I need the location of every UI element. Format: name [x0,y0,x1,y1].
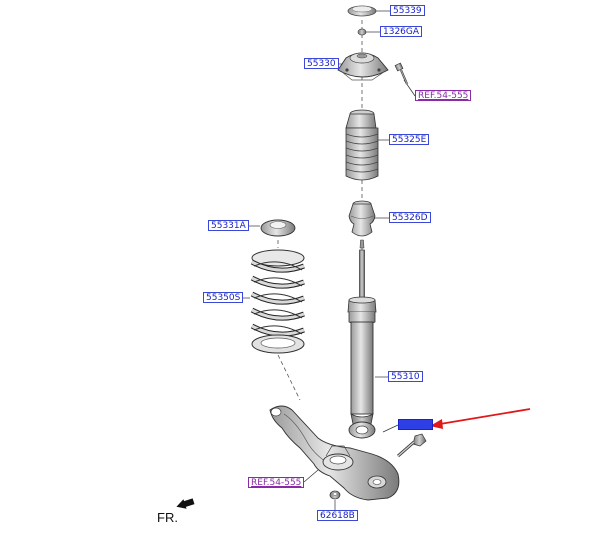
control-arm-nut-part[interactable] [329,490,341,500]
callout-55330[interactable]: 55330 [304,58,339,69]
coil-spring-part[interactable] [250,249,305,354]
front-direction-label: FR. [157,510,178,525]
callout-52760-highlighted[interactable]: 52760 [398,419,433,430]
callout-62618b[interactable]: 62618B [317,510,358,521]
callout-55325e[interactable]: 55325E [389,134,430,145]
dust-cap-part[interactable] [347,5,377,17]
callout-ref-lower[interactable]: REF.54-555 [248,477,305,488]
mount-bolt-part[interactable] [394,62,409,85]
callout-55331a[interactable]: 55331A [208,220,249,231]
callout-1326ga[interactable]: 1326GA [380,26,423,37]
lower-control-arm-part[interactable] [269,405,400,501]
callout-55339[interactable]: 55339 [390,5,425,16]
callout-55350s[interactable]: 55350S [203,292,244,303]
shock-absorber-part[interactable] [347,239,377,439]
dust-boot-part[interactable] [345,109,379,181]
callout-55326d[interactable]: 55326D [389,212,431,223]
shock-bolt-part[interactable] [397,433,427,458]
spring-seat-part[interactable] [260,219,296,237]
bump-stop-part[interactable] [348,200,376,237]
callout-ref-upper[interactable]: REF.54-555 [415,90,472,101]
lock-nut-part[interactable] [357,28,367,36]
strut-mount-part[interactable] [337,52,389,81]
callout-55310[interactable]: 55310 [388,371,423,382]
red-pointer-arrow [430,408,531,429]
front-direction-arrow-icon [176,498,195,509]
